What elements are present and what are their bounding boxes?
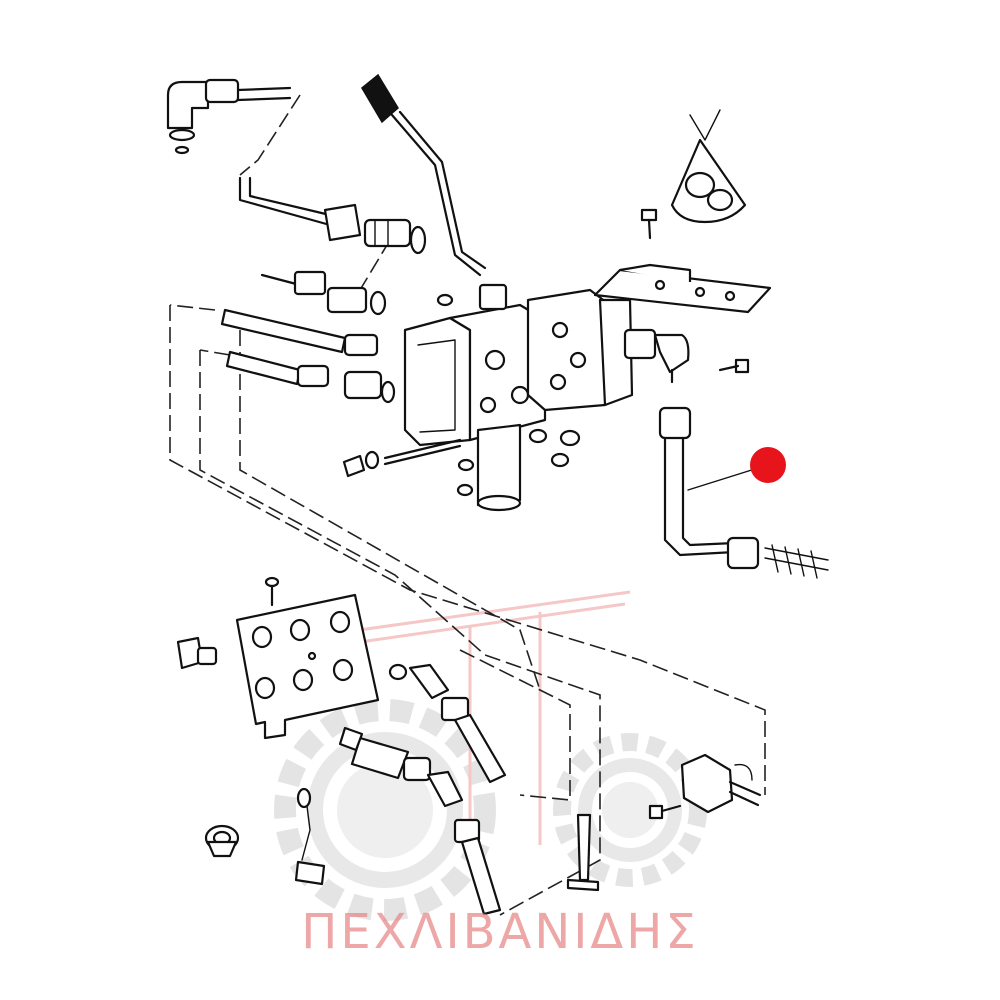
watermark-logo: [274, 590, 707, 921]
stud-bolt: [566, 813, 600, 892]
hose-lower-middle-upper: [388, 663, 507, 784]
leader-lines: [169, 94, 766, 916]
bolt-right: [718, 358, 750, 374]
elbow-fitting-right: [623, 328, 690, 384]
dust-cap: [204, 824, 240, 858]
pipe-assembly: [658, 406, 829, 579]
control-lever: [361, 73, 487, 277]
tie-bolt: [342, 438, 462, 478]
watermark-company-name: ΠΕΧΛΙΒΑΝΙΔΗΣ: [301, 904, 699, 960]
bolt-plate: [264, 576, 280, 607]
bolt-lower-right: [648, 804, 682, 820]
quick-coupler: [294, 726, 432, 886]
watermark-gear-right: [553, 733, 707, 887]
o-rings: [436, 293, 581, 497]
hose-upper: [220, 308, 379, 357]
mounting-plate: [235, 593, 380, 740]
callout-marker: [687, 447, 786, 491]
bulkhead-coupler: [176, 636, 218, 670]
control-valve-body: [403, 283, 547, 512]
hose-lower-middle-lower: [426, 770, 502, 916]
elbow-fitting-top: [166, 78, 292, 155]
coupler-lower-right: [680, 753, 762, 814]
pipe-top-left: [238, 176, 362, 242]
hose-lower: [225, 350, 396, 404]
bolt-upper-right: [640, 208, 658, 240]
fitting-set-upper: [260, 218, 427, 316]
valve-section-right: [526, 288, 634, 412]
parts-bag: [670, 109, 747, 224]
mounting-bracket: [593, 263, 772, 314]
callout-dot: [750, 447, 786, 483]
